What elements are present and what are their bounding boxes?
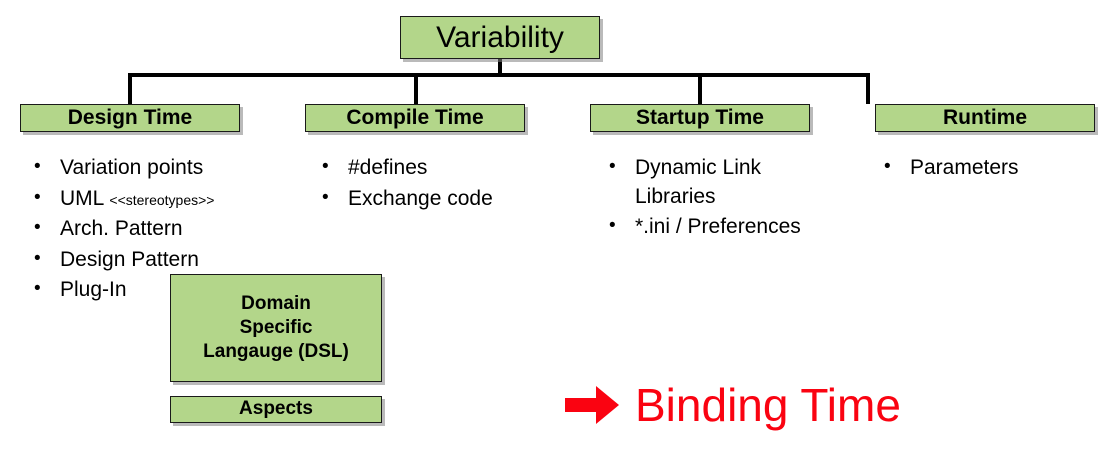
list-item-text: *.ini / Preferences (635, 215, 801, 239)
list-item: • Arch. Pattern (30, 215, 295, 244)
aspects-label: Aspects (239, 398, 313, 420)
connector-drop-design-time (128, 73, 132, 104)
category-label-startup-time: Startup Time (636, 106, 764, 129)
list-item: • Exchange code (318, 185, 568, 214)
bullet-list-compile-time: • #defines • Exchange code (318, 154, 568, 215)
list-item: • Plug-In (30, 276, 295, 305)
list-item-text: Parameters (910, 156, 1019, 179)
category-box-startup-time[interactable]: Startup Time (590, 104, 810, 132)
dsl-line-3: Langauge (DSL) (203, 341, 349, 363)
list-item: • Dynamic Link Libraries (605, 154, 870, 211)
category-label-compile-time: Compile Time (346, 106, 484, 129)
connector-drop-runtime (866, 73, 870, 104)
connector-horizontal-bus (129, 73, 869, 77)
bullet-list-startup-time: • Dynamic Link Libraries • *.ini / Prefe… (605, 154, 870, 244)
category-label-runtime: Runtime (943, 106, 1027, 129)
list-item-text: Variation points (60, 156, 204, 179)
connector-root-stem (498, 58, 502, 75)
root-box-variability[interactable]: Variability (400, 16, 600, 59)
connector-drop-compile-time (414, 73, 418, 104)
bullet-icon: • (34, 278, 41, 300)
dsl-line-1: Domain (241, 292, 311, 314)
bullet-icon: • (34, 156, 41, 177)
category-box-design-time[interactable]: Design Time (20, 104, 240, 132)
list-item-text: Design Pattern (60, 247, 199, 271)
list-item-text: UML (60, 186, 110, 210)
box-domain-specific-language[interactable]: Domain Specific Langauge (DSL) (170, 274, 382, 382)
list-item-text: Plug-In (60, 278, 127, 302)
bullet-icon: • (609, 215, 616, 237)
box-aspects[interactable]: Aspects (170, 396, 382, 423)
list-item-text: Exchange code (348, 186, 493, 210)
list-item-stereotype-tag: <<stereotypes>> (109, 191, 215, 208)
right-arrow-icon (565, 386, 619, 424)
bullet-icon: • (34, 186, 41, 208)
list-item: • Variation points (30, 154, 295, 183)
root-box-label: Variability (436, 20, 564, 54)
bullet-icon: • (322, 186, 329, 208)
category-label-design-time: Design Time (67, 106, 193, 129)
list-item: • #defines (318, 154, 568, 183)
list-item: • UML <<stereotypes>> (30, 185, 295, 214)
bullet-icon: • (34, 217, 41, 239)
category-box-compile-time[interactable]: Compile Time (305, 104, 525, 132)
bullet-list-runtime: • Parameters (880, 154, 1100, 185)
binding-time-label: Binding Time (635, 379, 901, 431)
bullet-list-design-time: • Variation points • UML <<stereotypes>>… (30, 154, 295, 307)
list-item: • *.ini / Preferences (605, 213, 870, 242)
category-box-runtime[interactable]: Runtime (875, 104, 1095, 132)
list-item-text: Arch. Pattern (60, 217, 183, 241)
bullet-icon: • (609, 156, 616, 177)
list-item-text: #defines (348, 156, 428, 179)
bullet-icon: • (322, 156, 329, 177)
list-item-text: Dynamic Link Libraries (635, 156, 762, 208)
connector-drop-startup-time (698, 73, 702, 104)
bullet-icon: • (884, 156, 891, 177)
list-item: • Design Pattern (30, 246, 295, 275)
dsl-line-2: Specific (239, 316, 313, 338)
list-item: • Parameters (880, 154, 1100, 183)
bullet-icon: • (34, 247, 41, 269)
binding-time-callout: Binding Time (563, 382, 901, 428)
